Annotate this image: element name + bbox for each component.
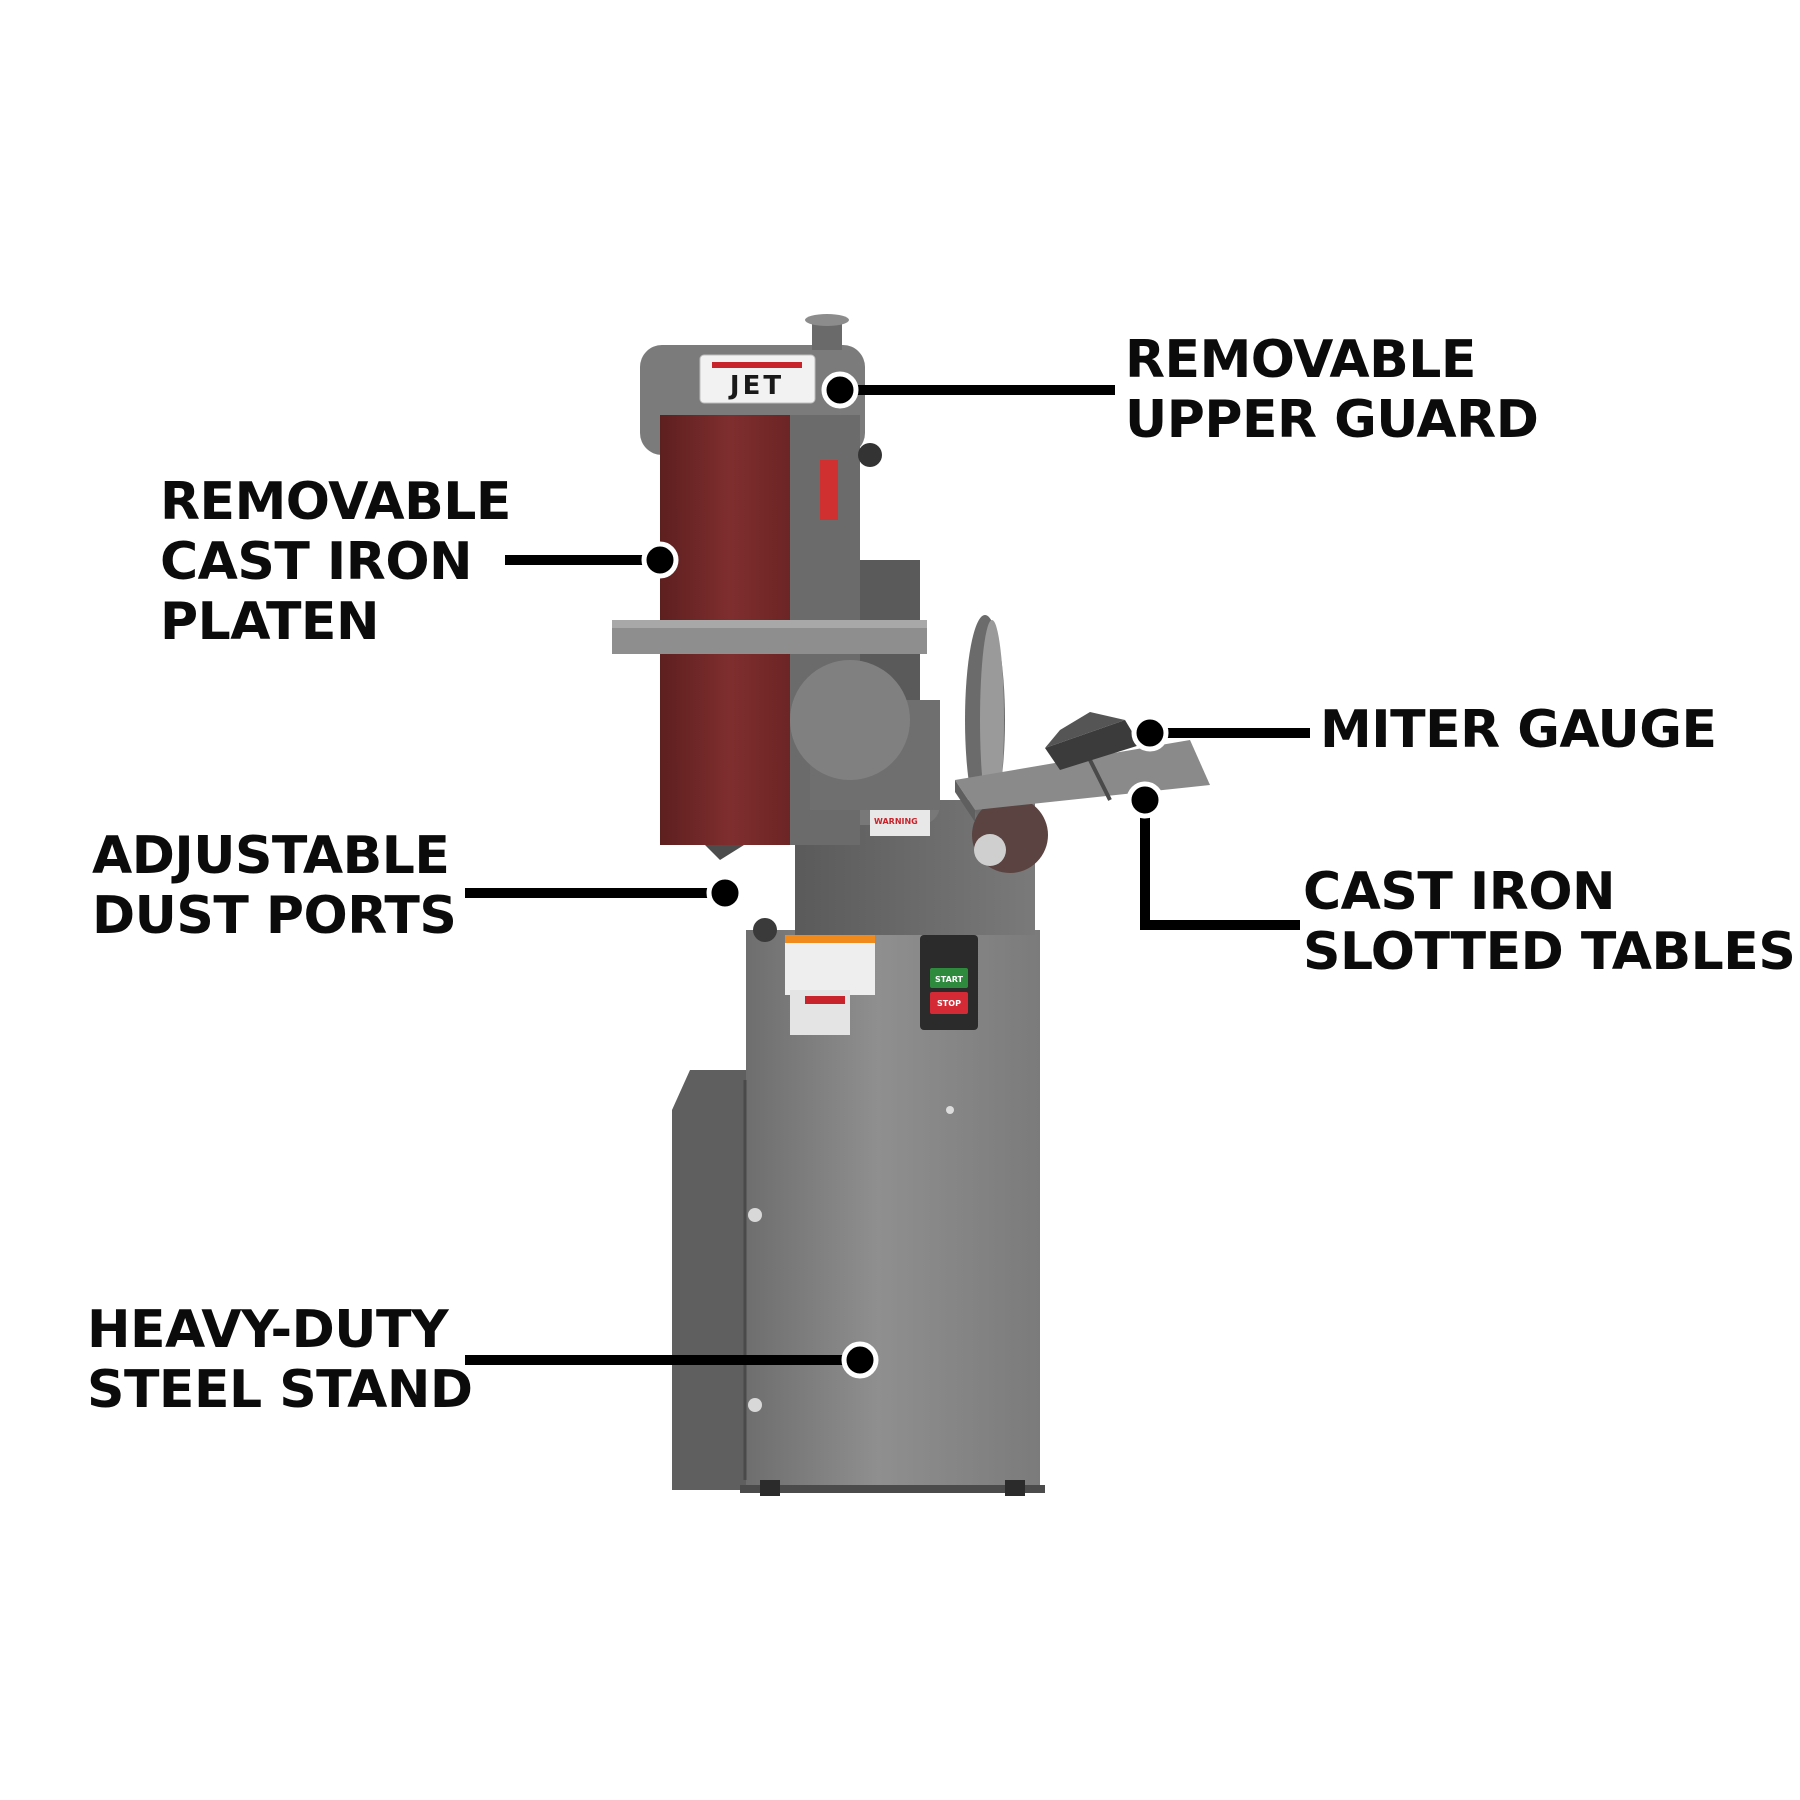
- callout-adjustable-dust-ports: ADJUSTABLE DUST PORTS: [92, 826, 457, 946]
- stop-label: STOP: [937, 999, 961, 1008]
- jet-logo: JET: [728, 371, 784, 401]
- callout-heavy-duty-steel-stand: HEAVY-DUTY STEEL STAND: [87, 1300, 473, 1420]
- steel-stand: [672, 930, 1045, 1496]
- dot-upper-guard: [821, 371, 859, 409]
- callout-cast-iron-slotted-tables: CAST IRON SLOTTED TABLES: [1303, 862, 1796, 982]
- power-switch[interactable]: START STOP: [920, 935, 978, 1030]
- start-button[interactable]: [930, 968, 968, 988]
- dot-platen: [641, 541, 679, 579]
- safety-label: [785, 935, 875, 1035]
- callout-dots: [641, 371, 1169, 1379]
- stop-button[interactable]: [930, 992, 968, 1014]
- callout-removable-cast-iron-platen: REMOVABLE CAST IRON PLATEN: [160, 472, 511, 652]
- start-label: START: [935, 975, 964, 984]
- dot-stand: [841, 1341, 879, 1379]
- miter-gauge: [1045, 712, 1140, 770]
- dot-miter-gauge: [1131, 714, 1169, 752]
- belt-assembly: JET: [640, 314, 940, 845]
- disc-table: [955, 740, 1210, 822]
- leader-tables: [1140, 800, 1300, 930]
- warning-sticker: WARNING: [874, 817, 918, 826]
- dot-tables: [1126, 781, 1164, 819]
- sanding-disc: [965, 615, 1048, 873]
- callout-miter-gauge: MITER GAUGE: [1320, 700, 1717, 760]
- belt-table: [612, 620, 927, 654]
- callout-leaders: [465, 385, 1310, 1365]
- callout-removable-upper-guard: REMOVABLE UPPER GUARD: [1125, 330, 1539, 450]
- dot-dust-ports: [706, 874, 744, 912]
